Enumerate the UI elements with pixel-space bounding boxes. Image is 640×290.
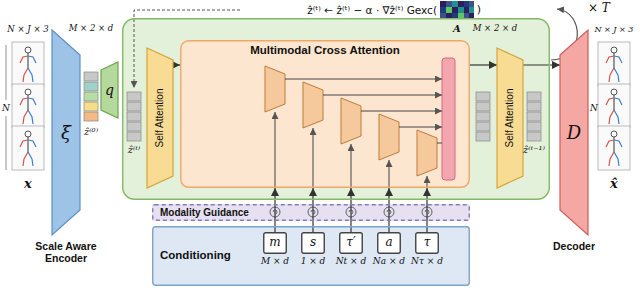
condition-box: mM × d — [263, 232, 287, 254]
condition-dims: Nτ × d — [411, 256, 443, 266]
flow-arrow — [173, 64, 180, 65]
guidance-ground — [152, 204, 470, 221]
token-shape: M × 2 × d — [69, 24, 114, 34]
fusion-bar — [442, 58, 455, 180]
decoder-symbol: D — [567, 122, 581, 143]
query-trapezoid: q — [101, 62, 118, 118]
condition-box: aNa × d — [377, 232, 401, 254]
token-stack — [127, 92, 141, 141]
self-attention-block: Self Attention — [147, 48, 173, 188]
condition-box: s1 × d — [301, 232, 325, 254]
token-stack — [527, 92, 541, 141]
conditioning-band: ConditioningmM × ds1 × dτ′Nt × daNa × dτ… — [152, 226, 470, 286]
skeleton-frame — [598, 84, 630, 128]
self-attention-block-shape — [147, 48, 173, 188]
conditioning-ground — [152, 226, 470, 286]
flow-arrow — [470, 64, 497, 65]
token-shape: M × 2 × d — [473, 24, 518, 34]
self-attention-block: Self Attention — [497, 48, 523, 188]
condition-symbol: a — [385, 236, 392, 250]
encoder-trapezoid: ξScale Aware Encoder — [52, 30, 80, 235]
block-name: Self Attention — [154, 89, 166, 148]
encoder-symbol: ξ — [61, 122, 71, 143]
decoder-trapezoid-shape — [560, 30, 588, 235]
iteration-region: × TSelf AttentionMultimodal Cross Attent… — [122, 18, 550, 200]
condition-box-shape — [264, 233, 287, 254]
iteration-ground — [122, 18, 550, 200]
flow-arrow — [350, 188, 351, 232]
query-trapezoid-shape — [101, 62, 118, 118]
band-name: Modality Guidance — [160, 207, 249, 219]
cross-attention-ground — [180, 40, 470, 188]
attention-heatmap — [440, 1, 474, 18]
formula-bracket: ) — [477, 4, 481, 17]
skeleton-frame — [598, 126, 630, 170]
condition-dims: 1 × d — [301, 256, 326, 266]
condition-symbol: s — [310, 236, 316, 250]
input-shape: N × J × 3 — [7, 25, 48, 35]
condition-box-shape — [340, 233, 363, 254]
flow-arrow — [388, 188, 389, 232]
band-name: Conditioning — [160, 249, 231, 262]
axis-line — [6, 116, 7, 170]
condition-symbol: m — [269, 236, 280, 250]
block-name: Self Attention — [504, 89, 516, 148]
conditioning-band-shape — [153, 227, 470, 286]
flow-arrow — [523, 64, 560, 65]
sequence-axis: N — [2, 103, 10, 113]
skeleton-frame — [12, 84, 44, 128]
output-shape: N × J × 3 — [595, 25, 634, 34]
axis-line — [6, 45, 7, 100]
flow-arrow — [312, 188, 313, 232]
cross-attention-block: Multimodal Cross Attention — [180, 40, 470, 188]
input-skeleton-sequence — [6, 42, 44, 170]
block-title: Multimodal Cross Attention — [250, 44, 400, 57]
decoder-name: Decoder — [543, 240, 605, 252]
condition-dims: Na × d — [373, 256, 405, 266]
layer-arrows — [275, 79, 442, 188]
sequence-axis: N — [590, 103, 598, 113]
token-symbol: ẑ⁽⁰⁾ — [84, 126, 98, 138]
output-symbol: x̂ — [610, 177, 618, 192]
attention-map-symbol: A — [453, 23, 461, 35]
token-symbol: ẑ⁽ᵗ⁾ — [128, 144, 141, 156]
skeleton-frame — [12, 42, 44, 86]
iteration-count: × T — [588, 2, 610, 16]
query-symbol: q — [105, 82, 114, 98]
update-formula: ẑ⁽ᵗ⁾ ← ẑ⁽ᵗ⁾ − α · ∇ẑ⁽ᵗ⁾ Gexc( — [307, 4, 437, 16]
token-stack — [476, 92, 490, 141]
decoder-trapezoid: DDecoder — [560, 30, 588, 235]
condition-symbol: τ′ — [346, 236, 355, 250]
token-stack — [84, 72, 98, 121]
condition-dims: Nt × d — [336, 256, 367, 266]
condition-box: τ′Nt × d — [339, 232, 363, 254]
guidance-band: Modality Guidance — [152, 204, 470, 221]
iteration-region-shape — [123, 19, 550, 200]
cross-attention-block-shape — [181, 41, 470, 188]
condition-box-shape — [378, 233, 401, 254]
cross-attention-block-outline — [180, 40, 470, 188]
flow-arrow — [274, 188, 275, 232]
flow-arrow — [426, 188, 427, 232]
skeleton-frame — [12, 126, 44, 170]
skeleton-frame — [598, 42, 630, 86]
self-attention-block-shape — [497, 48, 523, 188]
condition-box-shape — [302, 233, 325, 254]
token-symbol: ẑ⁽ᵗ⁻¹⁾ — [523, 144, 545, 156]
guidance-band-shape — [153, 205, 470, 221]
output-skeleton-sequence — [598, 42, 630, 170]
condition-box: τNτ × d — [415, 232, 439, 254]
condition-box-shape — [416, 233, 439, 254]
encoder-trapezoid-shape — [52, 30, 80, 235]
condition-dims: M × d — [261, 256, 289, 266]
condition-symbol: τ — [424, 236, 431, 250]
input-symbol: x — [24, 177, 32, 192]
encoder-name: Scale Aware Encoder — [27, 240, 105, 264]
